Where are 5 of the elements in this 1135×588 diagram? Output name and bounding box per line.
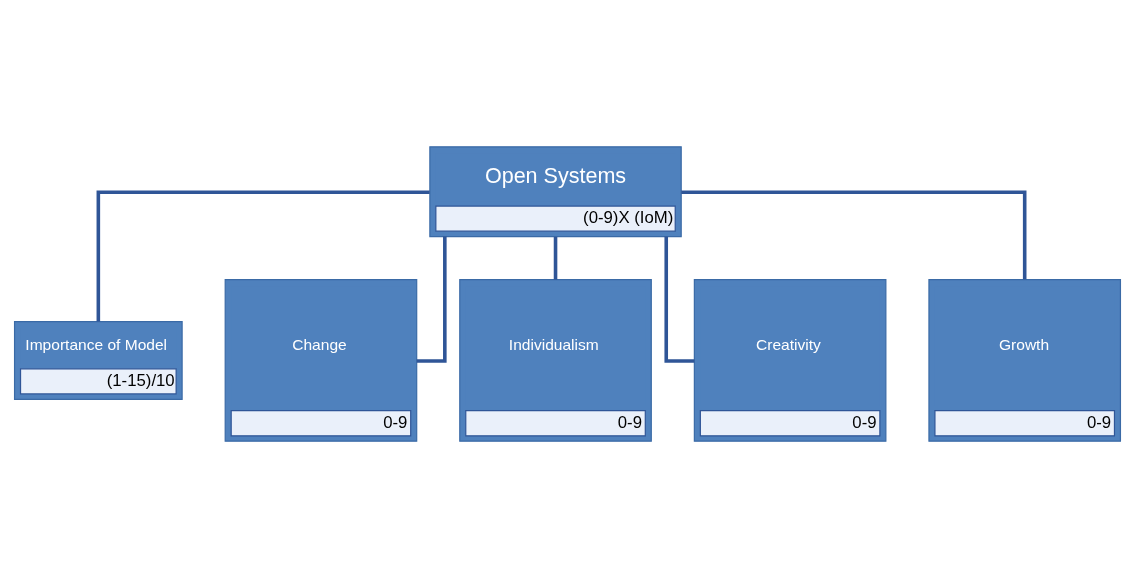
connector bbox=[96, 190, 430, 322]
connector bbox=[553, 236, 558, 280]
connector bbox=[416, 236, 447, 363]
connector bbox=[681, 190, 1027, 280]
connector bbox=[664, 236, 695, 363]
